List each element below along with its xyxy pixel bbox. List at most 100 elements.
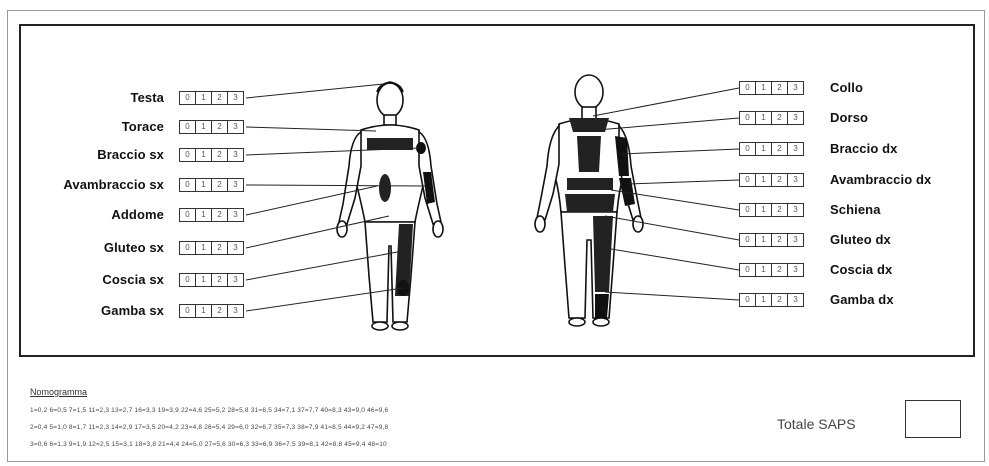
- score-2[interactable]: 2: [772, 174, 788, 186]
- score-0[interactable]: 0: [180, 242, 196, 254]
- score-0[interactable]: 0: [180, 305, 196, 317]
- score-1[interactable]: 1: [756, 174, 772, 186]
- score-2[interactable]: 2: [212, 121, 228, 133]
- score-0[interactable]: 0: [740, 204, 756, 216]
- score-2[interactable]: 2: [772, 82, 788, 94]
- score-1[interactable]: 1: [196, 242, 212, 254]
- nomogram-title: Nomogramma: [30, 387, 87, 397]
- score-1[interactable]: 1: [196, 92, 212, 104]
- score-3[interactable]: 3: [228, 121, 243, 133]
- score-1[interactable]: 1: [196, 274, 212, 286]
- score-0[interactable]: 0: [180, 179, 196, 191]
- score-0[interactable]: 0: [180, 92, 196, 104]
- score-2[interactable]: 2: [772, 234, 788, 246]
- region-label-schiena: Schiena: [830, 202, 881, 218]
- region-label-torace: Torace: [4, 119, 164, 135]
- score-0[interactable]: 0: [740, 234, 756, 246]
- score-3[interactable]: 3: [788, 174, 803, 186]
- score-0[interactable]: 0: [740, 112, 756, 124]
- score-3[interactable]: 3: [788, 264, 803, 276]
- score-2[interactable]: 2: [212, 179, 228, 191]
- score-2[interactable]: 2: [212, 305, 228, 317]
- score-1[interactable]: 1: [756, 264, 772, 276]
- region-label-braccio-sx: Braccio sx: [4, 147, 164, 163]
- body-map-panel: Testa Torace Braccio sx Avambraccio sx A…: [19, 24, 975, 357]
- score-0[interactable]: 0: [180, 149, 196, 161]
- score-0[interactable]: 0: [180, 274, 196, 286]
- score-1[interactable]: 1: [756, 82, 772, 94]
- nomogram-row: 2=0,4 5=1,0 8=1,7 11=2,3 14=2,9 17=3,5 2…: [30, 424, 388, 431]
- score-3[interactable]: 3: [228, 179, 243, 191]
- score-2[interactable]: 2: [212, 92, 228, 104]
- score-3[interactable]: 3: [228, 274, 243, 286]
- score-3[interactable]: 3: [228, 242, 243, 254]
- score-3[interactable]: 3: [788, 143, 803, 155]
- total-saps-field[interactable]: [905, 400, 961, 438]
- score-3[interactable]: 3: [788, 112, 803, 124]
- score-3[interactable]: 3: [788, 204, 803, 216]
- nomogram-row: 3=0,6 6=1,3 9=1,9 12=2,5 15=3,1 18=3,8 2…: [30, 441, 387, 448]
- score-3[interactable]: 3: [788, 234, 803, 246]
- score-3[interactable]: 3: [228, 305, 243, 317]
- score-1[interactable]: 1: [196, 305, 212, 317]
- score-0[interactable]: 0: [740, 82, 756, 94]
- score-2[interactable]: 2: [212, 274, 228, 286]
- score-1[interactable]: 1: [756, 234, 772, 246]
- score-1[interactable]: 1: [196, 149, 212, 161]
- score-0[interactable]: 0: [180, 209, 196, 221]
- score-1[interactable]: 1: [756, 294, 772, 306]
- total-saps-label: Totale SAPS: [777, 416, 856, 432]
- score-2[interactable]: 2: [772, 264, 788, 276]
- score-0[interactable]: 0: [740, 294, 756, 306]
- score-1[interactable]: 1: [756, 143, 772, 155]
- score-0[interactable]: 0: [740, 264, 756, 276]
- score-3[interactable]: 3: [788, 82, 803, 94]
- score-3[interactable]: 3: [228, 92, 243, 104]
- score-1[interactable]: 1: [756, 112, 772, 124]
- score-2[interactable]: 2: [772, 143, 788, 155]
- score-2[interactable]: 2: [772, 112, 788, 124]
- region-label-testa: Testa: [4, 90, 164, 106]
- score-1[interactable]: 1: [196, 121, 212, 133]
- score-0[interactable]: 0: [740, 143, 756, 155]
- score-1[interactable]: 1: [196, 209, 212, 221]
- region-label-gamba-sx: Gamba sx: [4, 303, 164, 319]
- score-0[interactable]: 0: [180, 121, 196, 133]
- region-label-collo: Collo: [830, 80, 863, 96]
- region-label-dorso: Dorso: [830, 110, 868, 126]
- score-3[interactable]: 3: [788, 294, 803, 306]
- score-3[interactable]: 3: [228, 209, 243, 221]
- region-label-gluteo-sx: Gluteo sx: [4, 240, 164, 256]
- score-2[interactable]: 2: [772, 294, 788, 306]
- region-label-coscia-dx: Coscia dx: [830, 262, 892, 278]
- score-1[interactable]: 1: [196, 179, 212, 191]
- nomogram-row: 1=0,2 6=0,5 7=1,5 11=2,3 13=2,7 16=3,3 1…: [30, 407, 388, 414]
- score-3[interactable]: 3: [228, 149, 243, 161]
- score-2[interactable]: 2: [212, 209, 228, 221]
- front-body-figure: [337, 82, 443, 330]
- back-body-figure: [535, 75, 643, 326]
- region-label-coscia-sx: Coscia sx: [4, 272, 164, 288]
- score-0[interactable]: 0: [740, 174, 756, 186]
- score-2[interactable]: 2: [212, 149, 228, 161]
- region-label-gluteo-dx: Gluteo dx: [830, 232, 891, 248]
- score-2[interactable]: 2: [212, 242, 228, 254]
- score-2[interactable]: 2: [772, 204, 788, 216]
- score-1[interactable]: 1: [756, 204, 772, 216]
